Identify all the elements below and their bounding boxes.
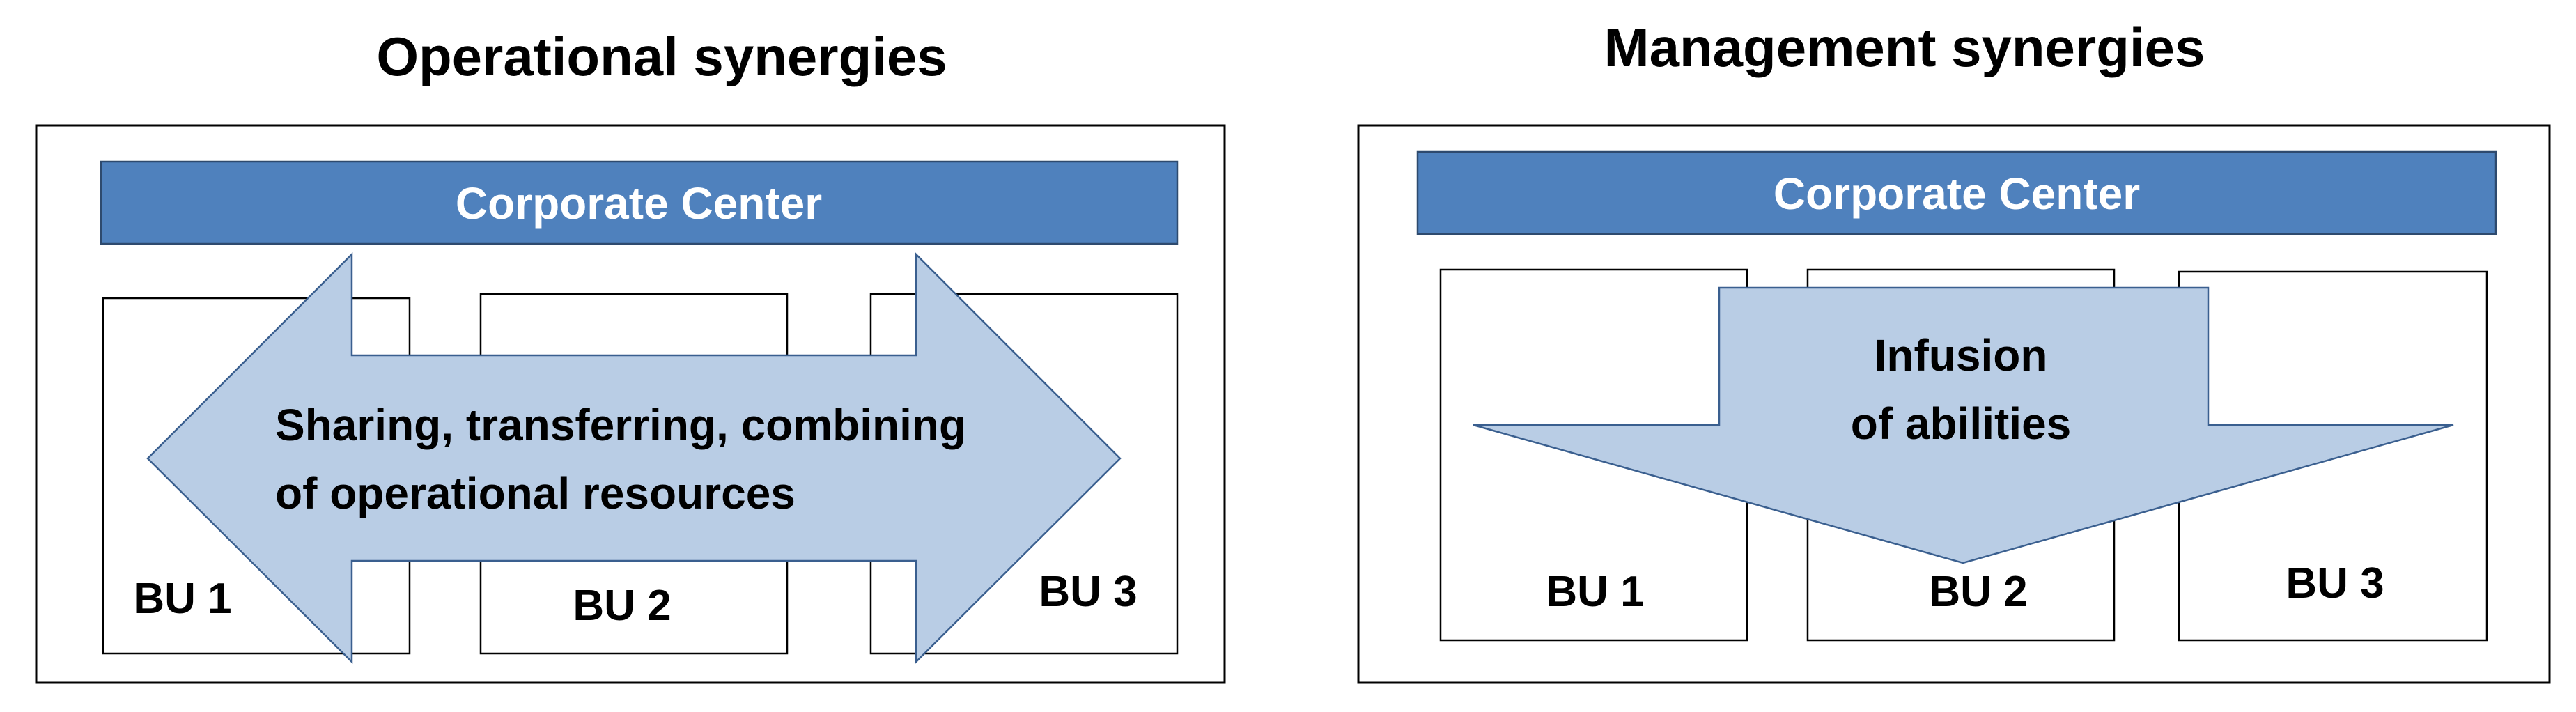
management-down-arrow: [1473, 286, 2454, 564]
management-bu2-label: BU 2: [1929, 568, 2027, 616]
operational-synergies-panel: Operational synergies Corporate Center S…: [35, 26, 1226, 684]
operational-corporate-center-label: Corporate Center: [456, 178, 822, 229]
operational-corporate-center-bar: [100, 160, 1179, 245]
management-synergies-panel: Management synergies Corporate Center In…: [1357, 17, 2551, 684]
management-corporate-center-label: Corporate Center: [1774, 169, 2140, 219]
operational-bu3-label: BU 3: [1039, 568, 1137, 616]
operational-double-arrow: [146, 251, 1122, 665]
operational-bu1-label: BU 1: [133, 575, 231, 623]
operational-arrow-text-line1: Sharing, transferring, combining: [275, 400, 966, 450]
management-arrow-text-line2: of abilities: [1851, 398, 2072, 449]
management-bu1-label: BU 1: [1546, 568, 1644, 616]
management-bu3-label: BU 3: [2286, 559, 2384, 607]
operational-arrow-text-line2: of operational resources: [275, 468, 796, 518]
operational-synergies-title: Operational synergies: [376, 26, 947, 87]
operational-bu2-label: BU 2: [573, 582, 671, 630]
management-synergies-title: Management synergies: [1604, 17, 2205, 78]
management-corporate-center-bar: [1416, 150, 2497, 235]
management-arrow-text-line1: Infusion: [1875, 330, 2048, 380]
